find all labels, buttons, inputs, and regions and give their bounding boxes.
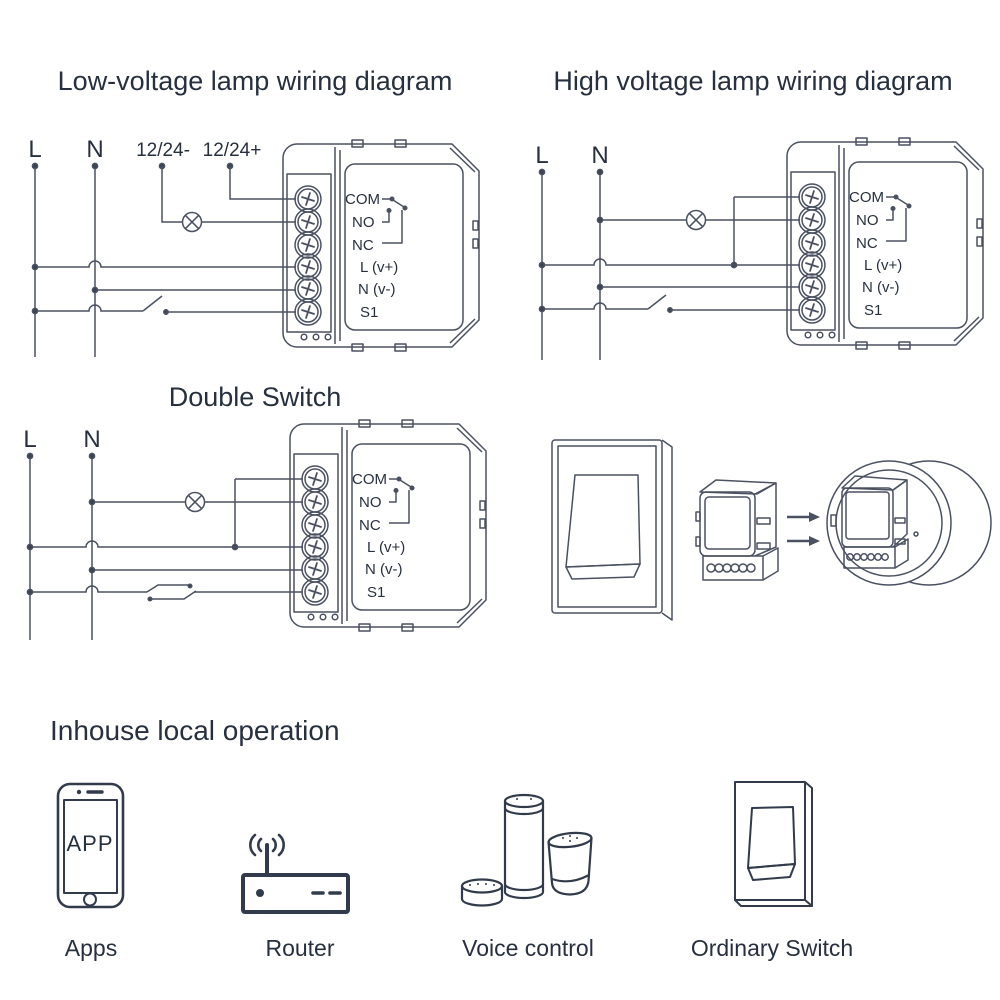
local-operation-row: APP	[56, 781, 813, 914]
wire-label-n: N	[86, 136, 103, 163]
label-router: Router	[265, 935, 334, 961]
terminal-label-l: L (v+)	[360, 259, 398, 276]
wire-label-l: L	[535, 142, 548, 169]
relay-module	[289, 419, 487, 632]
relay-module-3d	[695, 479, 779, 581]
installation-illustration	[551, 439, 992, 621]
app-screen-text: APP	[66, 831, 113, 856]
double-switch-diagram: L N COM NO NC L (v+) N (v-) S1	[23, 419, 487, 640]
double-switch-arm-lower	[150, 590, 197, 600]
low-voltage-title: Low-voltage lamp wiring diagram	[58, 66, 453, 96]
router-icon	[241, 833, 350, 914]
terminal-label-com: COM	[345, 191, 380, 208]
relay-module	[282, 139, 480, 352]
terminal-label-nc: NC	[856, 235, 878, 252]
high-voltage-title: High voltage lamp wiring diagram	[553, 66, 952, 96]
smartphone-icon	[56, 782, 125, 909]
smart-speakers-icon	[460, 793, 593, 907]
terminal-label-com: COM	[849, 189, 884, 206]
l-branch-wire	[35, 260, 296, 268]
junction-box-illustration	[826, 460, 992, 586]
relay-module	[786, 137, 984, 350]
terminal-label-nc: NC	[352, 237, 374, 254]
terminal-label-nc: NC	[359, 517, 381, 534]
label-ordinary-switch: Ordinary Switch	[691, 935, 853, 961]
terminal-label-s1: S1	[367, 584, 385, 601]
s1-wire-left	[542, 302, 648, 310]
terminal-label-n: N (v-)	[358, 281, 396, 298]
wire-label-n: N	[83, 426, 100, 453]
lamp-icon	[184, 491, 206, 513]
terminal-label-no: NO	[856, 212, 879, 229]
terminal-label-com: COM	[352, 471, 387, 488]
terminal-label-s1: S1	[864, 302, 882, 319]
low-voltage-diagram: L N 12/24- 12/24+ COM NO NC L (v+) N (v-…	[28, 136, 480, 357]
wire-label-dc-plus: 12/24+	[203, 140, 262, 161]
lamp-icon	[181, 211, 203, 233]
terminal-label-l: L (v+)	[864, 257, 902, 274]
double-switch-title: Double Switch	[169, 382, 342, 412]
install-arrow-icons	[787, 512, 820, 546]
inhouse-title: Inhouse local operation	[50, 715, 340, 746]
wall-switch-illustration	[551, 439, 673, 621]
wall-switch-icon	[734, 781, 813, 907]
label-voice-control: Voice control	[462, 935, 594, 961]
dc-plus-wire	[229, 166, 296, 200]
double-switch-arm-upper	[146, 584, 189, 593]
switch-arm	[647, 294, 667, 310]
terminal-label-l: L (v+)	[367, 539, 405, 556]
s1-wire-left	[35, 304, 143, 312]
label-apps: Apps	[65, 935, 117, 961]
terminal-label-no: NO	[359, 494, 382, 511]
terminal-label-s1: S1	[360, 304, 378, 321]
wire-label-l: L	[23, 426, 36, 453]
wire-label-l: L	[28, 136, 41, 163]
terminal-label-n: N (v-)	[862, 279, 900, 296]
high-voltage-diagram: L N COM NO NC L (v+) N (v-) S1	[535, 137, 984, 360]
wire-label-n: N	[591, 142, 608, 169]
terminal-label-n: N (v-)	[365, 561, 403, 578]
switch-rocker	[565, 474, 641, 568]
wire-label-dc-minus: 12/24-	[136, 140, 190, 161]
dc-minus-wire	[161, 166, 182, 223]
switch-arm	[142, 295, 163, 312]
l-branch-wire	[542, 258, 800, 266]
lamp-icon	[685, 209, 707, 231]
l-branch-wire	[30, 540, 303, 548]
terminal-label-no: NO	[352, 214, 375, 231]
s1-wire-left	[30, 585, 147, 593]
